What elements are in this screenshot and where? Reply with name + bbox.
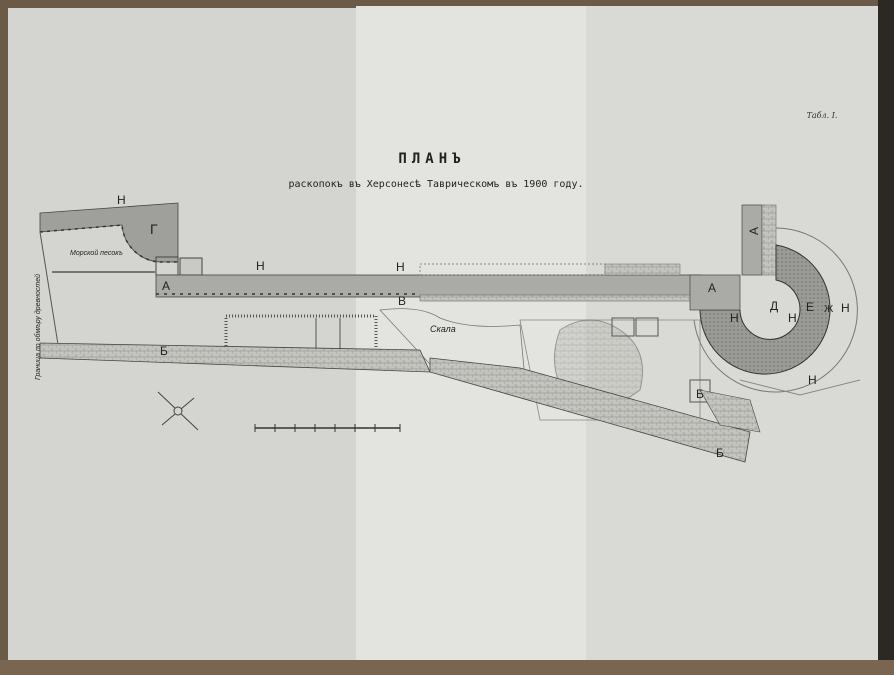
- label-n: Н: [256, 259, 265, 273]
- center-fold-panel: [356, 6, 586, 662]
- tower-wall-stones: [761, 204, 777, 276]
- scale-bar: [254, 424, 401, 432]
- label-b: Б: [160, 344, 168, 358]
- plate-number: Табл. I.: [807, 111, 838, 120]
- room-o: [635, 317, 659, 337]
- tower-gate-a: [689, 274, 741, 311]
- label-a: А: [162, 279, 170, 293]
- room-r: [689, 379, 711, 403]
- label-b: Б: [696, 387, 704, 401]
- label-b: Б: [716, 446, 724, 460]
- wall-stair: [419, 294, 701, 302]
- label-sand: Морской песокъ: [70, 249, 123, 257]
- compass-rose-icon: [157, 391, 199, 431]
- block-c: [179, 257, 203, 276]
- dotted-outline: [419, 263, 606, 276]
- round-tower-ring: [699, 244, 831, 375]
- wall-b-diagonal: [429, 357, 751, 463]
- label-n: Н: [841, 301, 850, 315]
- label-boundary: Граница по обмѣру древностей: [34, 274, 42, 380]
- tower-outer-line: [693, 227, 858, 393]
- rock-area: [379, 308, 526, 381]
- stone-outline: [604, 263, 681, 276]
- plan-title: ПЛАНЪ: [398, 151, 465, 167]
- bottom-edge: [0, 660, 894, 675]
- boundary-line: [39, 231, 61, 358]
- page-edge-shadow: [878, 0, 894, 675]
- label-a: А: [747, 227, 761, 235]
- label-g: Г: [150, 221, 158, 237]
- wall-g-buttresses: [39, 224, 178, 263]
- tower-wall-a: [741, 204, 763, 276]
- label-d: Д: [770, 299, 778, 313]
- label-zh: Ж: [824, 304, 834, 315]
- wall-b-east: [699, 389, 761, 433]
- label-e: Е: [806, 300, 814, 314]
- label-n: Н: [396, 260, 405, 274]
- label-a: А: [708, 281, 716, 295]
- label-n: Н: [117, 193, 126, 207]
- plan-subtitle: раскопокъ въ Херсонесѣ Таврическомъ въ 1…: [288, 179, 583, 190]
- label-n: Н: [730, 311, 739, 325]
- label-v: В: [398, 294, 406, 308]
- left-page: [8, 8, 356, 660]
- outer-line: [739, 379, 861, 396]
- label-rock: Скала: [430, 324, 456, 334]
- label-n: Н: [788, 311, 797, 325]
- room-p: [611, 317, 635, 337]
- label-n: Н: [808, 373, 817, 387]
